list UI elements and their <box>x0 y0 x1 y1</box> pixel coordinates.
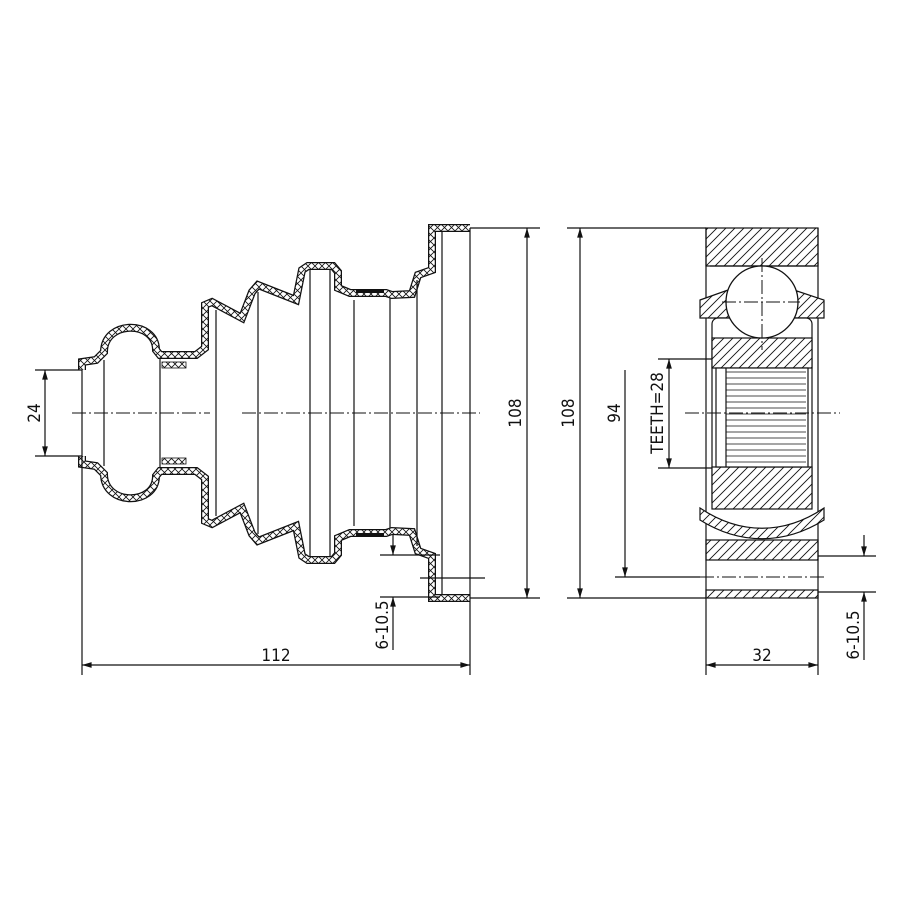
dim-joint-width: 32 <box>752 646 771 666</box>
dim-boot-length: 112 <box>261 646 290 666</box>
dim-small-end: 24 <box>25 403 45 422</box>
dim-joint-outer: 108 <box>559 398 579 427</box>
dim-boot-large-end: 108 <box>506 398 526 427</box>
cv-joint-housing <box>685 227 840 599</box>
dim-bolt-circle: 94 <box>605 403 625 422</box>
dim-spline-teeth: TEETH=28 <box>648 372 668 455</box>
dimensions: 24 108 6-10.5 112 108 94 TEETH=28 <box>25 227 876 675</box>
dim-boot-bolt-holes: 6-10.5 <box>373 600 393 649</box>
cv-boot <box>72 224 480 598</box>
dim-joint-bolt-holes: 6-10.5 <box>844 610 864 659</box>
spline-teeth <box>725 368 806 467</box>
